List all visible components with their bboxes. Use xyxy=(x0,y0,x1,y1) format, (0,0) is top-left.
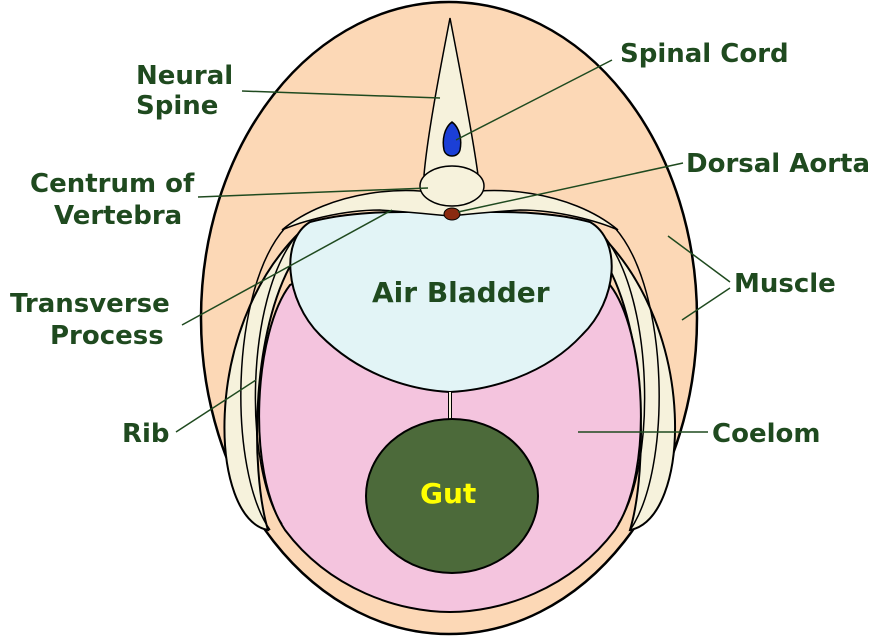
label-coelom: Coelom xyxy=(712,419,820,449)
centrum-shape xyxy=(420,166,484,206)
label-air-bladder: Air Bladder xyxy=(372,276,550,309)
label-rib: Rib xyxy=(122,419,170,449)
label-spinal-cord: Spinal Cord xyxy=(620,39,789,69)
label-centrum-line1: Centrum of xyxy=(30,169,195,199)
label-transverse-process-line2: Process xyxy=(50,321,164,351)
label-neural-spine-line2: Spine xyxy=(136,91,218,121)
label-centrum-line2: Vertebra xyxy=(54,201,182,231)
label-muscle: Muscle xyxy=(734,269,836,299)
dorsal-aorta-shape xyxy=(444,208,460,220)
label-transverse-process-line1: Transverse xyxy=(10,289,170,319)
label-gut: Gut xyxy=(420,477,476,510)
label-dorsal-aorta: Dorsal Aorta xyxy=(686,149,870,179)
label-neural-spine-line1: Neural xyxy=(136,61,233,91)
